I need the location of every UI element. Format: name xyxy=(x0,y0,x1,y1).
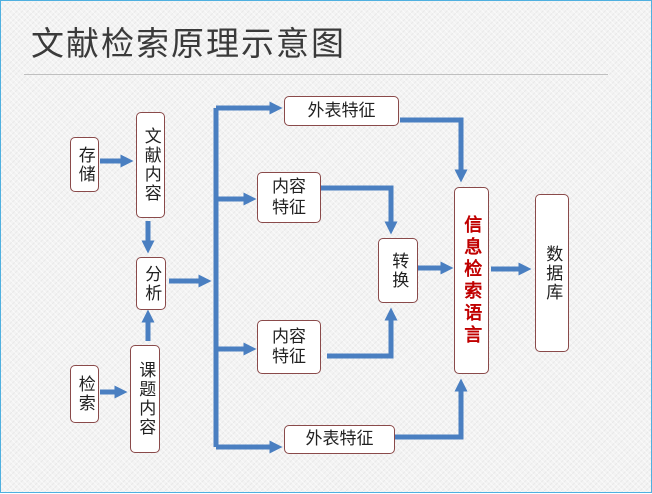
node-storage-label: 存储 xyxy=(74,145,95,184)
node-doc-content-label: 文献内容 xyxy=(140,127,161,203)
node-analysis: 分析 xyxy=(136,257,166,310)
node-int-feature-top: 内容特征 xyxy=(257,172,321,223)
node-ext-feature-top-label: 外表特征 xyxy=(307,100,376,121)
arrow-int-top-to-convert xyxy=(321,185,398,235)
node-int-feature-bottom: 内容特征 xyxy=(257,320,321,374)
arrow-int-bottom-to-convert xyxy=(327,307,398,359)
node-convert: 转换 xyxy=(378,238,418,303)
title-divider xyxy=(24,74,608,75)
node-int-feature-bottom-label: 内容特征 xyxy=(272,326,306,367)
node-int-feature-top-label: 内容特征 xyxy=(272,177,306,218)
node-storage: 存储 xyxy=(70,137,99,192)
node-database-label: 数据库 xyxy=(542,244,563,302)
page-title: 文献检索原理示意图 xyxy=(31,24,346,63)
arrow-ext-top-to-ir xyxy=(400,117,468,183)
node-ext-feature-bottom: 外表特征 xyxy=(284,425,395,454)
node-convert-label: 转换 xyxy=(388,251,409,290)
node-ir-language-label: 信息检索语言 xyxy=(461,214,483,347)
node-ext-feature-bottom-label: 外表特征 xyxy=(305,429,374,450)
node-analysis-label: 分析 xyxy=(141,264,162,303)
node-retrieval-label: 检索 xyxy=(74,375,95,413)
node-topic-content-label: 课题内容 xyxy=(135,361,156,437)
node-ir-language: 信息检索语言 xyxy=(454,187,489,374)
node-database: 数据库 xyxy=(535,194,569,352)
node-doc-content: 文献内容 xyxy=(136,112,165,218)
node-retrieval: 检索 xyxy=(70,365,99,423)
node-topic-content: 课题内容 xyxy=(130,345,160,453)
arrow-ext-bottom-to-ir xyxy=(395,378,468,440)
node-ext-feature-top: 外表特征 xyxy=(284,96,399,126)
